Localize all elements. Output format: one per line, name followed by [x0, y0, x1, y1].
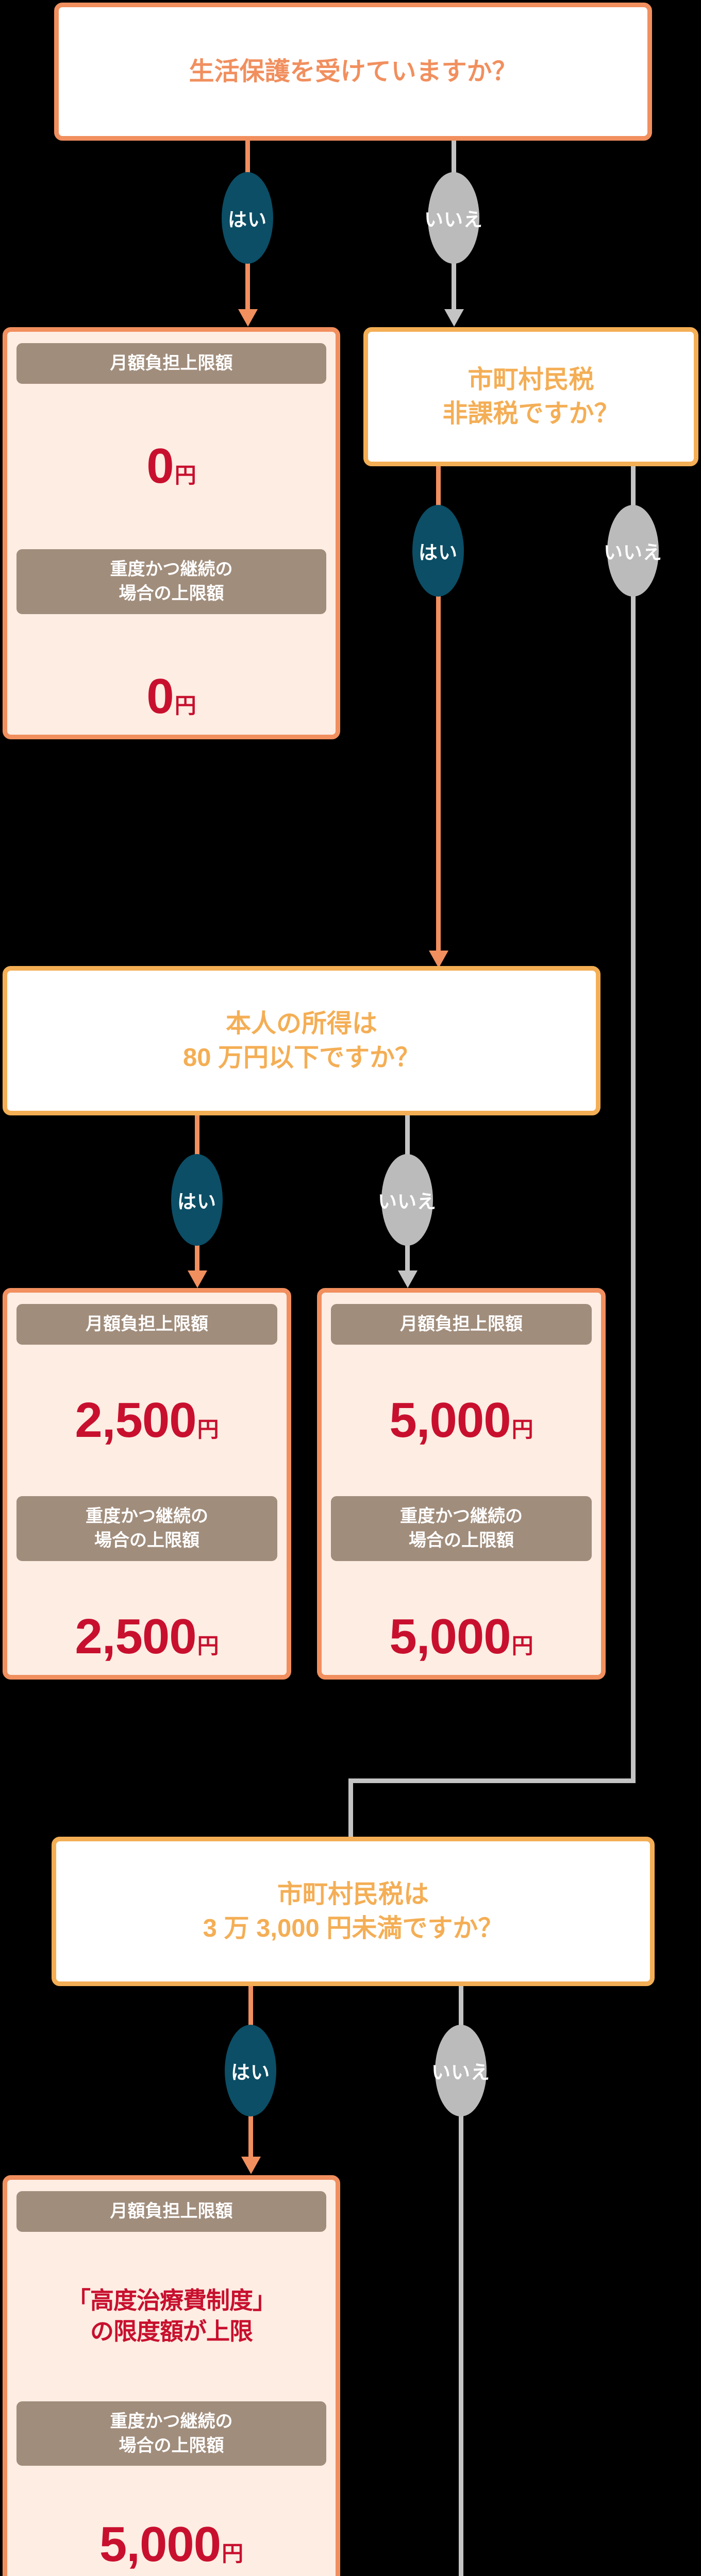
arrowhead-q4-yes — [241, 2157, 261, 2174]
result-severe-cap-label: 重度かつ継続の 場合の上限額 — [331, 1496, 592, 1561]
connector-q1-no — [452, 141, 456, 177]
decision-no-q2[interactable]: いいえ — [604, 505, 662, 597]
connector-q2-no — [631, 466, 636, 511]
result-monthly-cap-value: 5,000円 — [331, 1396, 592, 1445]
decision-label: いいえ — [424, 209, 483, 230]
decision-label: はい — [228, 209, 267, 230]
arrowhead-q1-no — [444, 309, 464, 327]
result-box-zero: 月額負担上限額 0円 重度かつ継続の 場合の上限額 0円 — [3, 327, 340, 739]
result-box-2500: 月額負担上限額 2,500円 重度かつ継続の 場合の上限額 2,500円 — [3, 1288, 291, 1680]
result-monthly-cap-label: 月額負担上限額 — [16, 2191, 326, 2232]
amount-number: 2,500 — [75, 1393, 196, 1448]
result-monthly-cap-label: 月額負担上限額 — [16, 343, 326, 384]
decision-yes-q1[interactable]: はい — [222, 172, 273, 264]
arrowhead-q1-yes — [238, 309, 258, 327]
yen-unit: 円 — [174, 463, 196, 488]
result-monthly-cap-label: 月額負担上限額 — [331, 1304, 592, 1345]
connector-q3-yes-down — [195, 1244, 199, 1275]
connector-q1-no-down — [452, 262, 456, 313]
yen-unit: 円 — [511, 1417, 533, 1442]
connector-q3-yes — [195, 1115, 199, 1157]
decision-label: いいえ — [378, 1191, 437, 1212]
decision-label: はい — [419, 542, 458, 563]
question-text: 生活保護を受けていますか？ — [189, 57, 518, 86]
connector-q2-no-turn — [348, 1778, 636, 1783]
connector-q2-no-drop — [348, 1778, 353, 1874]
arrowhead-q3-no — [398, 1270, 418, 1288]
result-severe-cap-value: 5,000円 — [16, 2520, 326, 2569]
decision-no-q4[interactable]: いいえ — [431, 2025, 490, 2116]
connector-q1-yes-down — [245, 262, 250, 313]
arrowhead-q2-yes — [429, 951, 448, 968]
connector-q3-no — [405, 1115, 410, 1157]
amount-number: 0 — [146, 668, 174, 724]
yen-unit: 円 — [174, 693, 196, 718]
question-text: 市町村民税は 3 万 3,000 円未満ですか？ — [203, 1880, 504, 1942]
result-severe-cap-label: 重度かつ継続の 場合の上限額 — [16, 549, 326, 614]
result-monthly-cap-value: 2,500円 — [16, 1396, 277, 1445]
yen-unit: 円 — [222, 2541, 244, 2566]
decision-no-q3[interactable]: いいえ — [378, 1154, 436, 1246]
result-box-5000: 月額負担上限額 5,000円 重度かつ継続の 場合の上限額 5,000円 — [317, 1288, 606, 1680]
decision-label: いいえ — [431, 2062, 490, 2083]
connector-q4-no-down — [459, 2114, 463, 2576]
yen-unit: 円 — [197, 1634, 219, 1658]
question-text: 市町村民税 非課税ですか？ — [442, 365, 620, 428]
question-box-municipal-tax-exempt[interactable]: 市町村民税 非課税ですか？ — [363, 327, 698, 466]
amount-number: 2,500 — [75, 1609, 196, 1664]
amount-number: 0 — [146, 438, 174, 494]
result-monthly-cap-value: 「高度治療費制度」 の限度額が上限 — [67, 2287, 276, 2345]
result-severe-cap-value: 2,500円 — [16, 1612, 277, 1662]
connector-q4-no — [459, 1986, 463, 2027]
amount-number: 5,000 — [389, 1609, 511, 1664]
result-severe-cap-label: 重度かつ継続の 場合の上限額 — [16, 2401, 326, 2466]
decision-no-q1[interactable]: いいえ — [424, 172, 482, 264]
connector-q1-yes — [245, 141, 250, 177]
decision-label: いいえ — [604, 542, 662, 563]
question-box-tax-under-33000[interactable]: 市町村民税は 3 万 3,000 円未満ですか？ — [52, 1837, 655, 1986]
result-monthly-cap-label: 月額負担上限額 — [16, 1304, 277, 1345]
arrowhead-q3-yes — [188, 1270, 207, 1288]
result-monthly-cap-value: 0円 — [16, 442, 326, 491]
connector-q2-yes — [436, 466, 441, 511]
question-box-personal-income[interactable]: 本人の所得は 80 万円以下ですか？ — [3, 966, 600, 1115]
result-severe-cap-value: 0円 — [16, 668, 326, 724]
result-severe-cap-value: 5,000円 — [331, 1612, 592, 1662]
amount-number: 5,000 — [389, 1393, 511, 1448]
decision-label: はい — [231, 2062, 270, 2083]
question-text: 本人の所得は 80 万円以下ですか？ — [182, 1009, 421, 1072]
decision-yes-q4[interactable]: はい — [225, 2025, 276, 2116]
decision-yes-q2[interactable]: はい — [412, 505, 464, 597]
decision-label: はい — [177, 1191, 216, 1212]
result-box-highcost-5000: 月額負担上限額 「高度治療費制度」 の限度額が上限 重度かつ継続の 場合の上限額… — [3, 2175, 340, 2576]
result-severe-cap-label: 重度かつ継続の 場合の上限額 — [16, 1496, 277, 1561]
connector-q4-yes — [248, 1986, 253, 2027]
decision-yes-q3[interactable]: はい — [171, 1154, 223, 1246]
connector-q2-yes-down — [436, 595, 441, 955]
connector-q4-yes-down — [248, 2114, 253, 2161]
connector-q2-no-long — [631, 595, 636, 1783]
yen-unit: 円 — [197, 1417, 219, 1442]
question-box-welfare[interactable]: 生活保護を受けていますか？ — [54, 3, 652, 141]
connector-q3-no-down — [405, 1244, 410, 1275]
yen-unit: 円 — [511, 1634, 533, 1658]
amount-number: 5,000 — [99, 2517, 221, 2572]
